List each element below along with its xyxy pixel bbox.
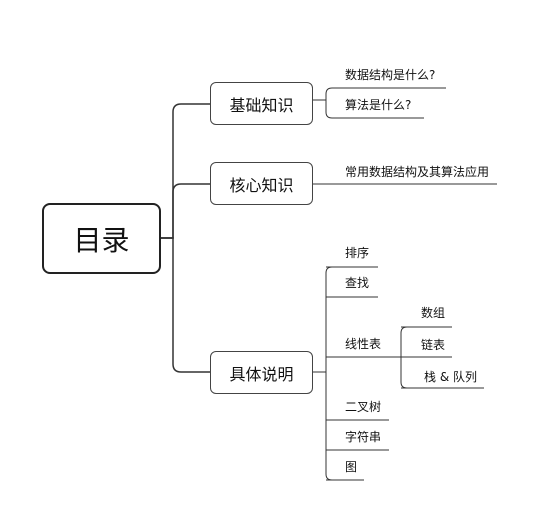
topic-common-data-structures[interactable]: 常用数据结构及其算法应用 bbox=[345, 165, 490, 179]
topic-graph[interactable]: 图 bbox=[345, 460, 358, 474]
connector-root-core bbox=[161, 183, 210, 239]
branch-node-basic-knowledge[interactable]: 基础知识 bbox=[210, 82, 313, 125]
connector-root-detail bbox=[161, 237, 210, 373]
connector-basic-children bbox=[313, 87, 333, 119]
topic-stack-queue[interactable]: 栈 & 队列 bbox=[424, 370, 477, 384]
topic-what-is-data-structure[interactable]: 数据结构是什么? bbox=[345, 68, 436, 82]
connector-detail-children bbox=[313, 266, 333, 481]
topic-searching[interactable]: 查找 bbox=[345, 276, 370, 290]
topic-binary-tree[interactable]: 二叉树 bbox=[345, 400, 382, 414]
connector-root-basic bbox=[161, 103, 210, 239]
topic-linear-list[interactable]: 线性表 bbox=[345, 337, 382, 351]
topic-sorting[interactable]: 排序 bbox=[345, 246, 370, 260]
branch-node-detailed-explanation[interactable]: 具体说明 bbox=[210, 351, 313, 394]
topic-array[interactable]: 数组 bbox=[421, 306, 446, 320]
branch-node-core-knowledge[interactable]: 核心知识 bbox=[210, 162, 313, 205]
topic-what-is-algorithm[interactable]: 算法是什么? bbox=[345, 98, 412, 112]
root-node[interactable]: 目录 bbox=[42, 203, 161, 274]
topic-string[interactable]: 字符串 bbox=[345, 430, 382, 444]
topic-linked-list[interactable]: 链表 bbox=[421, 338, 446, 352]
